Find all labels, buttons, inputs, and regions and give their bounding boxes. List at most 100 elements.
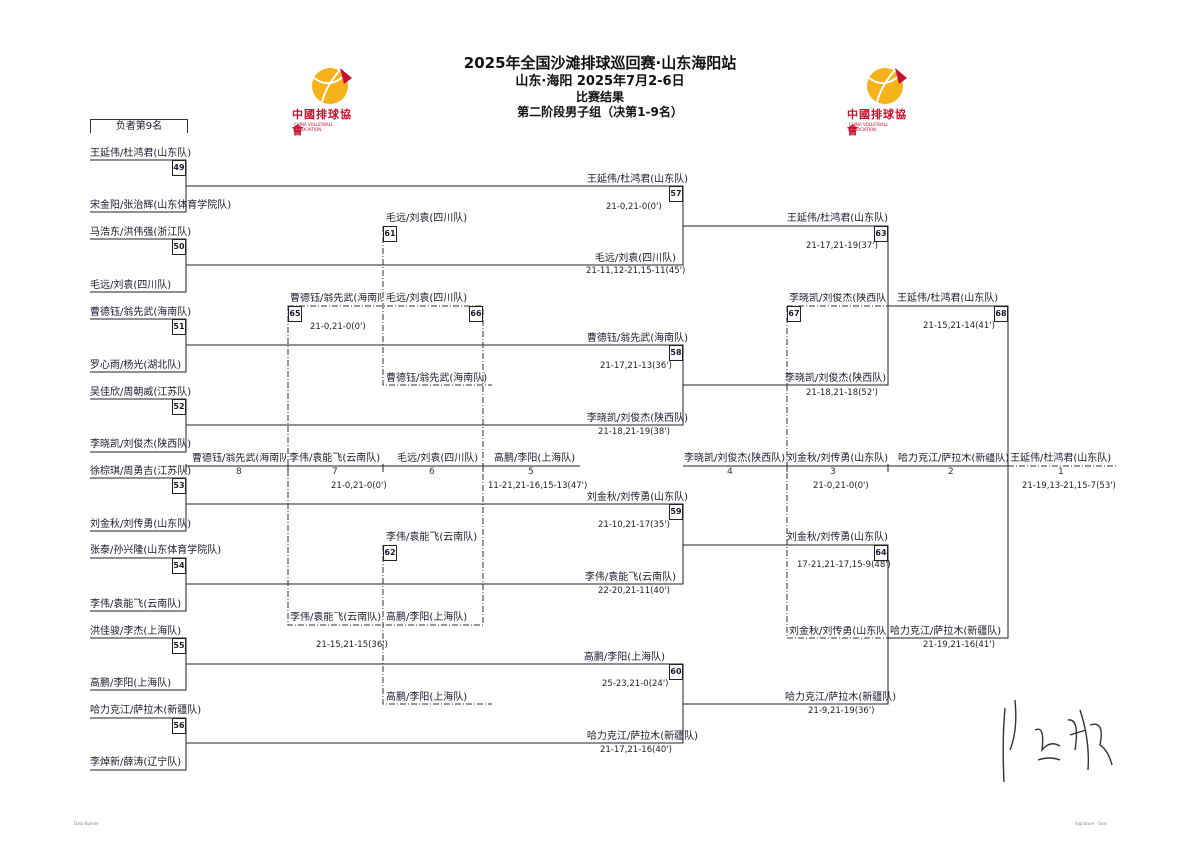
team-name: 宋金阳/张治辉(山东体育学院队) (90, 200, 232, 211)
team-name: 曹德钰/翁先武(海南队) (192, 453, 286, 464)
team-name: 王延伟/杜鸿君(山东队) (786, 213, 888, 224)
team-name: 曹德钰/翁先武(海南队) (90, 307, 192, 318)
match-score: 21-17,21-16(40') (600, 745, 672, 755)
results-label: 比赛结果 (575, 90, 624, 104)
match-number: 60 (669, 664, 683, 680)
match-score: 21-0,21-0(0') (606, 202, 662, 212)
match-number: 58 (669, 345, 683, 361)
placement-rank: 6 (429, 467, 435, 477)
match-number: 64 (874, 545, 888, 561)
handwritten-signature (1002, 699, 1113, 783)
team-name: 曹德钰/翁先武(海南队) (290, 293, 382, 304)
match-number: 66 (469, 306, 483, 322)
team-name: 李伟/袁能飞(云南队) (290, 612, 382, 623)
match-number: 65 (288, 306, 302, 322)
placement-rank: 7 (332, 467, 338, 477)
match-number: 61 (383, 226, 397, 242)
team-name: 毛远/刘袁(四川队) (90, 280, 172, 291)
team-name: 曹德钰/翁先武(海南队) (386, 373, 488, 384)
match-number: 63 (874, 226, 888, 242)
match-score: 21-15,21-14(41') (923, 321, 995, 331)
team-name: 李晓凯/刘俊杰(陕西队) (586, 413, 688, 424)
page-subtitle: 山东·海阳 2025年7月2-6日 (515, 74, 685, 89)
team-name: 毛远/刘袁(四川队) (386, 293, 468, 304)
team-name: 刘金秋/刘传勇(山东队) (90, 519, 192, 530)
team-name: 高鹏/李阳(上海队) (494, 453, 576, 464)
team-name: 刘金秋/刘传勇(山东队) (789, 626, 887, 637)
footer-right: Signature · Seal (1075, 821, 1107, 826)
team-name: 毛远/刘袁(四川队) (397, 453, 479, 464)
match-score: 11-21,21-16,15-13(47') (488, 481, 588, 491)
match-score: 17-21,21-17,15-9(48') (797, 560, 891, 570)
team-name: 毛远/刘袁(四川队) (594, 253, 676, 264)
team-name: 高鹏/李阳(上海队) (583, 652, 665, 663)
footer-left: Data Builder (74, 821, 99, 826)
match-score: 21-19,21-16(41') (923, 640, 995, 650)
placement-rank: 3 (830, 467, 836, 477)
team-name: 王延伟/杜鸿君(山东队) (90, 148, 192, 159)
team-name: 李晓凯/刘俊杰(陕西队) (789, 293, 887, 304)
team-name: 吴佳欣/周朝威(江苏队) (90, 387, 192, 398)
match-number: 57 (669, 186, 683, 202)
team-name: 李伟/袁能飞(云南队) (584, 572, 676, 583)
team-name: 王延伟/杜鸿君(山东队) (1010, 453, 1112, 464)
team-name: 李焯新/薛涛(辽宁队) (90, 757, 182, 768)
match-number: 62 (383, 545, 397, 561)
team-name: 哈力克江/萨拉木(新疆队) (890, 626, 1002, 637)
stage-label: 第二阶段男子组（决第1-9名） (517, 105, 683, 119)
team-name: 毛远/刘袁(四川队) (386, 213, 468, 224)
team-name: 刘金秋/刘传勇(山东队) (786, 532, 888, 543)
team-name: 刘金秋/刘传勇(山东队) (787, 453, 889, 464)
team-name: 李伟/袁能飞(云南队) (90, 599, 182, 610)
team-name: 哈力克江/萨拉木(新疆队) (90, 705, 202, 716)
match-number: 55 (172, 638, 186, 654)
team-name: 哈力克江/萨拉木(新疆队) (586, 731, 698, 742)
match-number: 52 (172, 399, 186, 415)
match-score: 21-11,12-21,15-11(45') (586, 266, 686, 276)
team-name: 张泰/孙兴隆(山东体育学院队) (90, 545, 222, 556)
team-name: 马浩东/洪伟强(浙江队) (90, 227, 192, 238)
team-name: 李伟/袁能飞(云南队) (289, 453, 381, 464)
match-number: 59 (669, 504, 683, 520)
team-name: 王延伟/杜鸿君(山东队) (586, 174, 688, 185)
match-number: 54 (172, 558, 186, 574)
team-name: 曹德钰/翁先武(海南队) (586, 333, 688, 344)
team-name: 李晓凯/刘俊杰(陕西队) (90, 439, 192, 450)
team-name: 刘金秋/刘传勇(山东队) (586, 492, 688, 503)
match-score: 21-17,21-19(37') (806, 241, 878, 251)
team-name: 高鹏/李阳(上海队) (386, 692, 468, 703)
cva-logo-right: 中國排球協會 CHINA VOLLEYBALL ASSOCIATION (847, 64, 915, 137)
match-number: 50 (172, 239, 186, 255)
match-number: 67 (787, 306, 801, 322)
match-score: 21-18,21-18(52') (806, 388, 878, 398)
team-name: 李晓凯/刘俊杰(陕西队) (684, 453, 786, 464)
placement-rank: 2 (948, 467, 954, 477)
match-number: 68 (994, 306, 1008, 322)
match-number: 53 (172, 478, 186, 494)
match-score: 25-23,21-0(24') (602, 679, 669, 689)
team-name: 哈力克江/萨拉木(新疆队) (785, 692, 897, 703)
match-score: 21-0,21-0(0') (310, 322, 366, 332)
placement-rank: 5 (528, 467, 534, 477)
team-name: 洪佳骏/李杰(上海队) (90, 626, 182, 637)
logo-subtext: CHINA VOLLEYBALL ASSOCIATION (849, 122, 889, 132)
placement-rank: 4 (727, 467, 733, 477)
logo-subtext: CHINA VOLLEYBALL ASSOCIATION (294, 122, 334, 132)
team-name: 高鹏/李阳(上海队) (90, 678, 172, 689)
team-name: 李伟/袁能飞(云南队) (386, 532, 478, 543)
match-score: 21-9,21-19(36') (808, 706, 875, 716)
match-score: 21-0,21-0(0') (331, 481, 387, 491)
team-name: 高鹏/李阳(上海队) (386, 612, 468, 623)
match-score: 21-18,21-19(38') (598, 427, 670, 437)
match-score: 21-10,21-17(35') (598, 520, 670, 530)
bracket-header: 负者第9名 (90, 119, 188, 133)
match-score: 21-15,21-15(36') (316, 640, 388, 650)
team-name: 罗心雨/杨光(湖北队) (90, 360, 182, 371)
match-number: 51 (172, 319, 186, 335)
team-name: 哈力克江/萨拉木(新疆队) (898, 453, 1008, 464)
cva-logo-left: 中國排球協會 CHINA VOLLEYBALL ASSOCIATION (292, 64, 360, 137)
match-score: 22-20,21-11(40') (598, 586, 670, 596)
team-name: 李晓凯/刘俊杰(陕西队) (785, 373, 887, 384)
page-title: 2025年全国沙滩排球巡回赛·山东海阳站 (463, 54, 737, 72)
